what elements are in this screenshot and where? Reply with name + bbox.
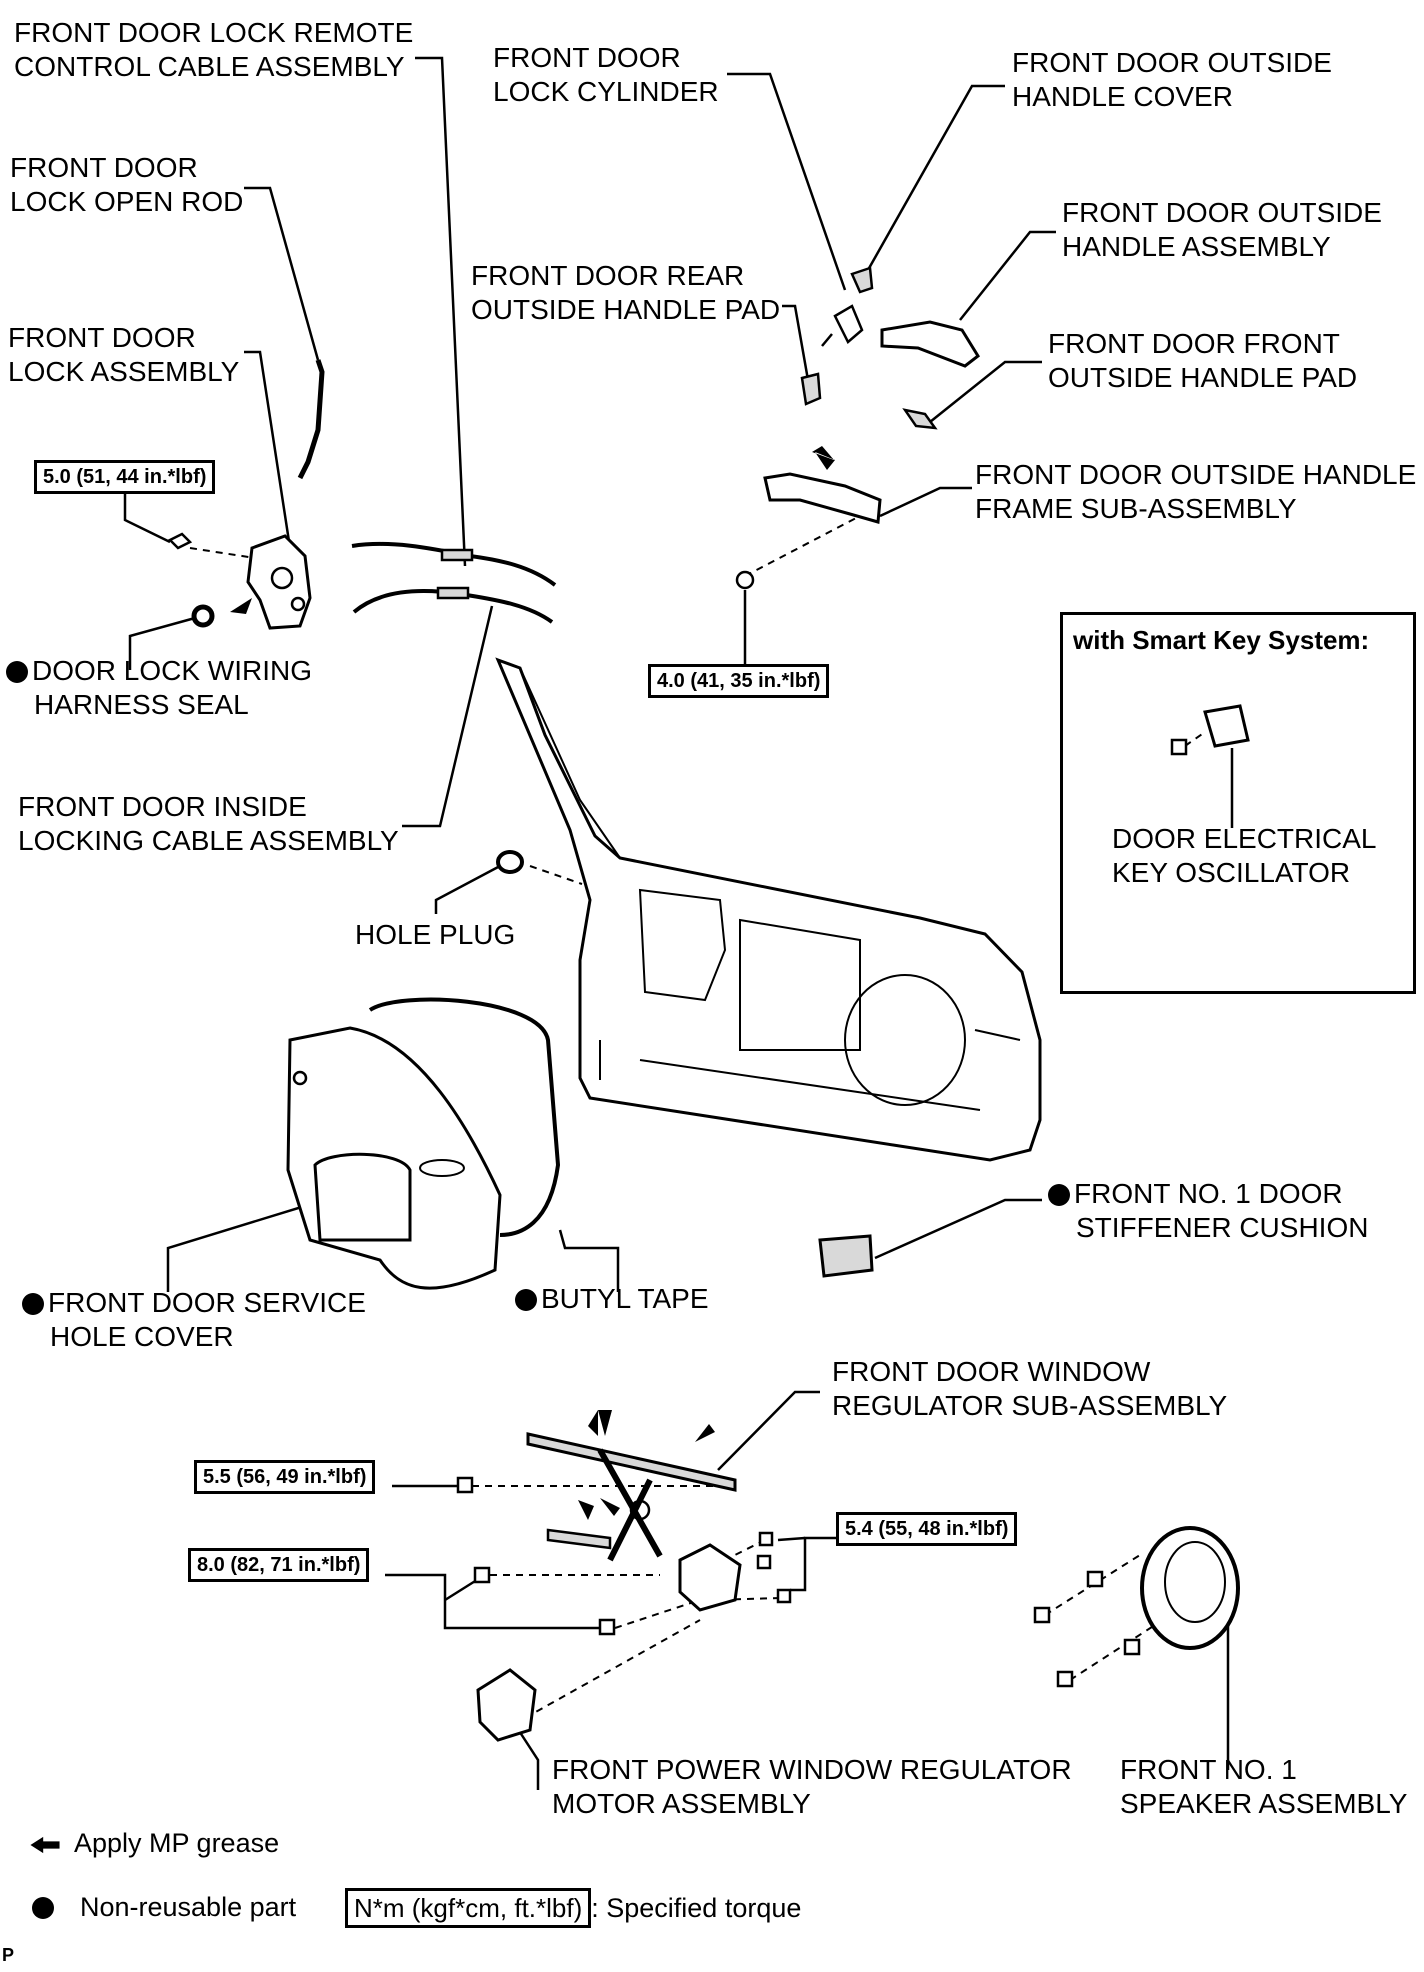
- leader-service-cover: [166, 1200, 319, 1292]
- lock-open-rod: [297, 359, 325, 480]
- leader-outside-cover: [866, 84, 1005, 271]
- nonreusable-dot: [32, 1897, 54, 1919]
- label-lock-assembly: FRONT DOOR LOCK ASSEMBLY: [8, 322, 240, 387]
- stiffener-cushion: [818, 1234, 874, 1278]
- handle-frame: [763, 472, 882, 524]
- label-handle-frame: FRONT DOOR OUTSIDE HANDLE FRAME SUB-ASSE…: [975, 459, 1417, 524]
- leader-remote-cable: [415, 56, 467, 567]
- label-service-cover: FRONT DOOR SERVICE HOLE COVER: [22, 1286, 366, 1354]
- label-oscillator: DOOR ELECTRICAL KEY OSCILLATOR: [1112, 823, 1377, 888]
- leader-seal: [128, 616, 196, 670]
- label-lock-open-rod: FRONT DOOR LOCK OPEN ROD: [10, 152, 244, 217]
- leader-front-pad: [929, 360, 1042, 423]
- leader-torque-54: [790, 1536, 842, 1592]
- nonreusable-dot: [1048, 1184, 1070, 1206]
- leader-rear-pad: [782, 304, 810, 381]
- nonreusable-dot: [22, 1293, 44, 1315]
- regulator-rail: [526, 1432, 737, 1492]
- legend-grease: Apply MP grease: [28, 1826, 279, 1860]
- leader-stiffener: [874, 1198, 1042, 1260]
- label-window-regulator: FRONT DOOR WINDOW REGULATOR SUB-ASSEMBLY: [832, 1356, 1228, 1421]
- leader-butyl: [558, 1229, 620, 1292]
- hole-plug: [496, 850, 524, 874]
- label-outside-handle-cover: FRONT DOOR OUTSIDE HANDLE COVER: [1012, 47, 1332, 112]
- torque-handle-frame: 4.0 (41, 35 in.*lbf): [648, 664, 830, 698]
- speaker: [1140, 1526, 1240, 1650]
- label-stiffener: FRONT NO. 1 DOOR STIFFENER CUSHION: [1048, 1177, 1368, 1245]
- label-inside-cable: FRONT DOOR INSIDE LOCKING CABLE ASSEMBLY: [18, 791, 399, 856]
- leader-regulator: [717, 1390, 820, 1471]
- legend-nonreusable: Non-reusable part: [32, 1890, 296, 1924]
- rear-handle-pad: [800, 372, 822, 406]
- butyl-tape: [368, 997, 561, 1237]
- torque-regulator-bolts: 8.0 (82, 71 in.*lbf): [188, 1548, 370, 1582]
- key-oscillator: [1203, 704, 1250, 748]
- label-front-handle-pad: FRONT DOOR FRONT OUTSIDE HANDLE PAD: [1048, 328, 1358, 393]
- regulator-motor: [476, 1668, 537, 1742]
- leader-inside-cable: [402, 605, 494, 828]
- torque-regulator-top: 5.5 (56, 49 in.*lbf): [194, 1460, 376, 1494]
- label-regulator-motor: FRONT POWER WINDOW REGULATOR MOTOR ASSEM…: [552, 1754, 1072, 1819]
- leader-torque-lock: [123, 488, 171, 544]
- torque-lock: 5.0 (51, 44 in.*lbf): [34, 460, 216, 494]
- outside-handle-cover: [850, 266, 874, 294]
- leader-outside-handle: [959, 230, 1056, 321]
- smart-key-box: with Smart Key System:: [1060, 612, 1416, 994]
- leader-lock-assembly: [244, 350, 292, 549]
- label-rear-handle-pad: FRONT DOOR REAR OUTSIDE HANDLE PAD: [471, 260, 781, 325]
- torque-regulator-right: 5.4 (55, 48 in.*lbf): [836, 1512, 1018, 1546]
- leader-hole-plug: [434, 864, 501, 914]
- label-wiring-seal: DOOR LOCK WIRING HARNESS SEAL: [6, 654, 312, 722]
- smart-key-title: with Smart Key System:: [1073, 625, 1370, 655]
- door-panel: [495, 657, 1042, 1162]
- regulator-gear: [678, 1543, 742, 1612]
- leader-lock-cylinder: [727, 72, 847, 291]
- label-hole-plug: HOLE PLUG: [355, 919, 516, 950]
- lock-cylinder: [821, 304, 864, 347]
- outside-handle: [880, 320, 980, 368]
- corner-mark: P: [2, 1945, 15, 1965]
- label-lock-cylinder: FRONT DOOR LOCK CYLINDER: [493, 42, 719, 107]
- torque-legend-box: N*m (kgf*cm, ft.*lbf): [345, 1888, 592, 1928]
- leader-torque-80: [385, 1573, 610, 1630]
- door-lock-assembly: [246, 534, 312, 630]
- label-remote-cable: FRONT DOOR LOCK REMOTE CONTROL CABLE ASS…: [14, 17, 414, 82]
- grease-arrow-icon: [30, 1836, 60, 1854]
- leader-handle-frame: [879, 486, 972, 518]
- label-butyl-tape: BUTYL TAPE: [515, 1282, 709, 1316]
- label-speaker: FRONT NO. 1 SPEAKER ASSEMBLY: [1120, 1754, 1408, 1819]
- leader-lock-open-rod: [244, 186, 320, 361]
- leader-torque-54b: [777, 1536, 806, 1542]
- wiring-seal: [191, 604, 215, 628]
- label-outside-handle-assembly: FRONT DOOR OUTSIDE HANDLE ASSEMBLY: [1062, 197, 1382, 262]
- front-handle-pad: [902, 408, 938, 430]
- legend-torque: N*m (kgf*cm, ft.*lbf): Specified torque: [345, 1888, 801, 1928]
- nonreusable-dot: [6, 661, 28, 683]
- nonreusable-dot: [515, 1289, 537, 1311]
- grease-arrow: [812, 446, 835, 470]
